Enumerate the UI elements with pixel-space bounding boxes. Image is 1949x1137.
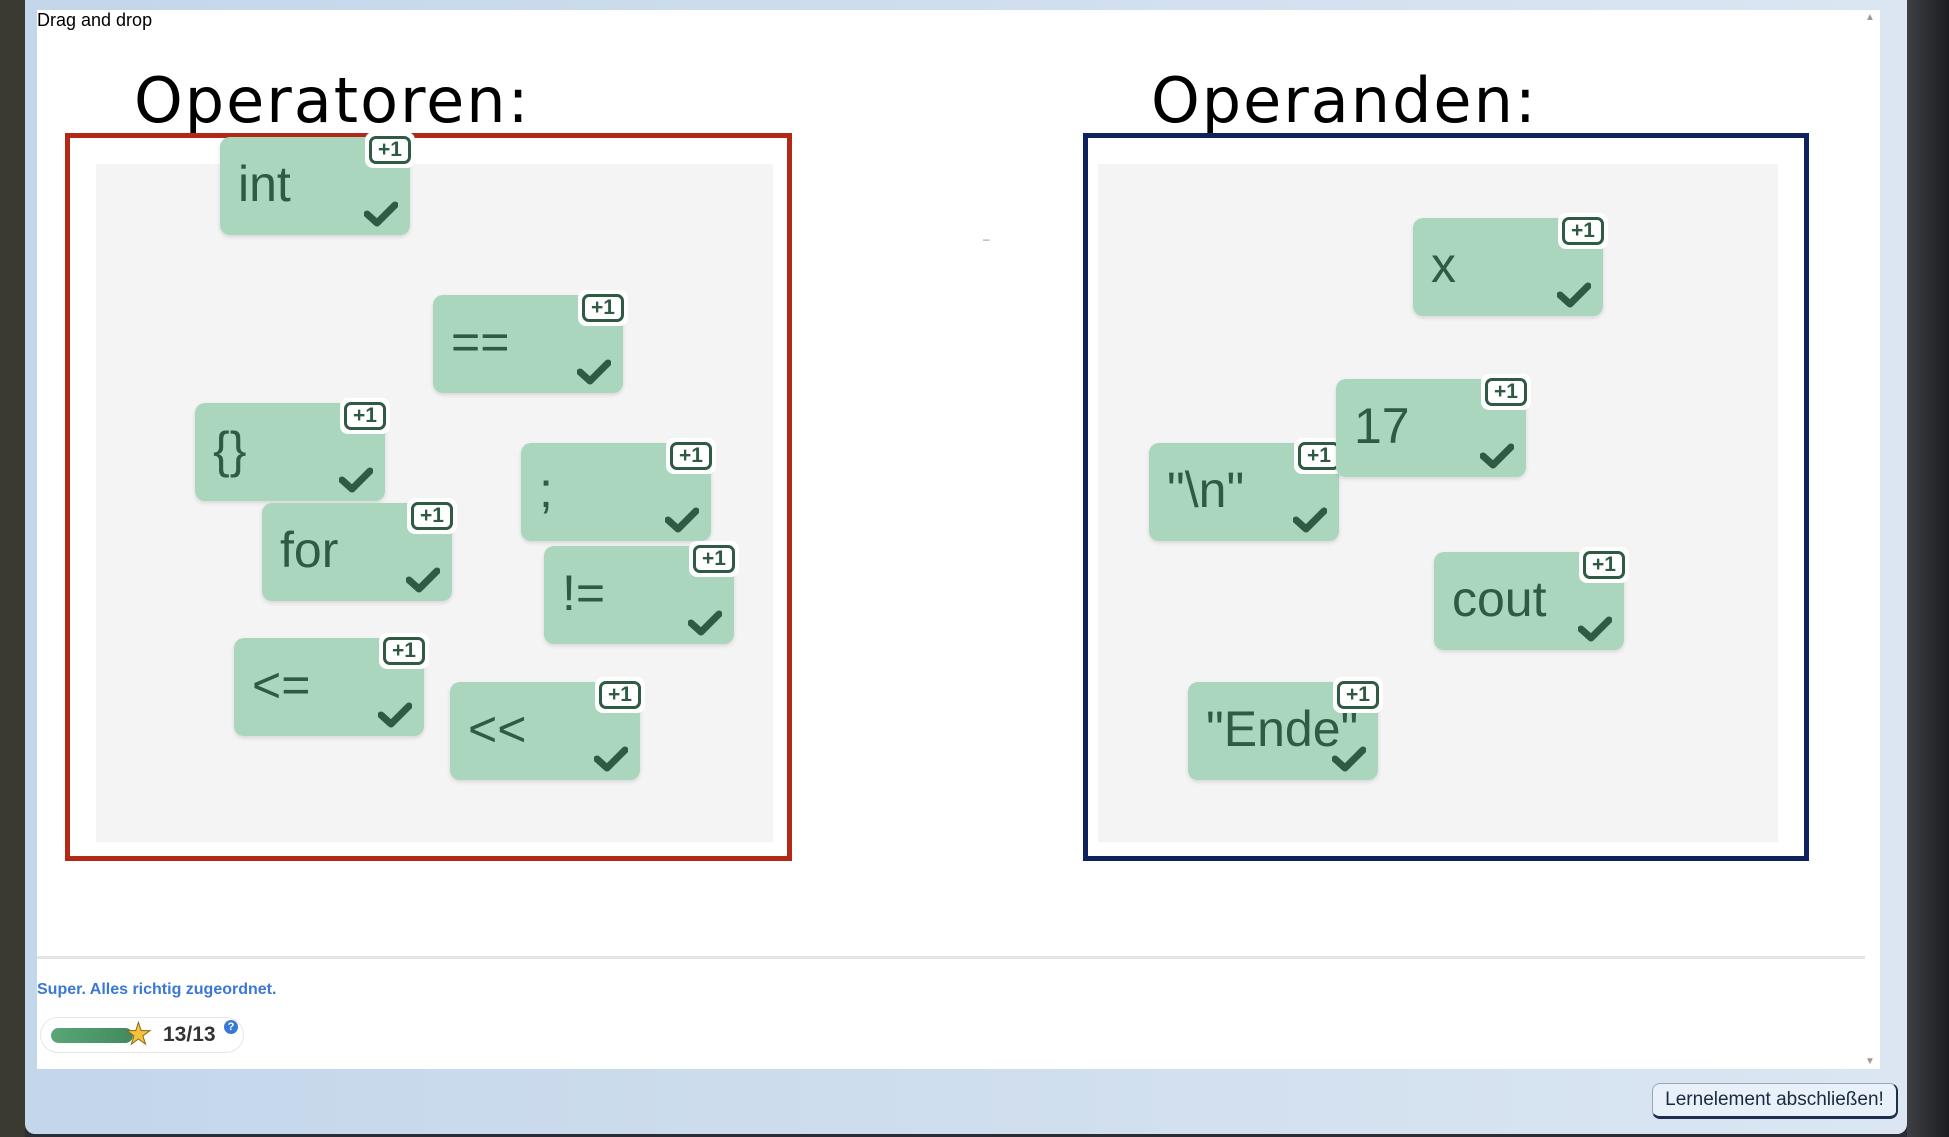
operators-card[interactable]: for +1 — [262, 498, 457, 601]
points-badge-text: +1 — [1337, 681, 1379, 709]
activity-window: Drag and drop Operatoren: Operanden: – i… — [25, 0, 1907, 1134]
points-badge: +1 — [365, 132, 415, 168]
score-progress-bar — [51, 1028, 133, 1043]
points-badge-text: +1 — [1562, 217, 1604, 245]
check-icon — [406, 567, 440, 593]
card-label: << — [468, 701, 527, 757]
card-label: {} — [213, 422, 247, 478]
card-label: "Ende" — [1206, 701, 1359, 757]
points-badge: +1 — [689, 541, 739, 577]
operands-card[interactable]: "\n" +1 — [1149, 438, 1344, 541]
points-badge: +1 — [1481, 374, 1531, 410]
help-icon[interactable]: ? — [224, 1020, 238, 1034]
points-badge: +1 — [1333, 677, 1383, 713]
card-label: ; — [539, 462, 553, 518]
operators-card[interactable]: != +1 — [544, 541, 739, 644]
points-badge-text: +1 — [1485, 378, 1527, 406]
points-badge-text: +1 — [383, 637, 425, 665]
heading-operators: Operatoren: — [134, 64, 531, 137]
points-badge: +1 — [407, 498, 457, 534]
points-badge: +1 — [1294, 438, 1344, 474]
points-badge: +1 — [1558, 213, 1608, 249]
points-badge: +1 — [379, 633, 429, 669]
check-icon — [1578, 616, 1612, 642]
star-icon: ★ — [125, 1018, 153, 1051]
card-label: == — [451, 314, 510, 370]
card-label: for — [280, 522, 339, 578]
card-label: 17 — [1354, 398, 1410, 454]
score-display: ★ 13/13 ? — [40, 1017, 244, 1053]
points-badge: +1 — [340, 398, 390, 434]
operators-card[interactable]: {} +1 — [195, 398, 390, 501]
points-badge-text: +1 — [344, 402, 386, 430]
check-icon — [339, 467, 373, 493]
check-icon — [1557, 282, 1591, 308]
points-badge-text: +1 — [369, 136, 411, 164]
points-badge-text: +1 — [1583, 551, 1625, 579]
points-badge: +1 — [1579, 547, 1629, 583]
operands-card[interactable]: x +1 — [1413, 213, 1608, 316]
scroll-up-arrow[interactable]: ▲ — [1865, 12, 1875, 23]
check-icon — [665, 507, 699, 533]
card-label: x — [1431, 237, 1456, 293]
points-badge-text: +1 — [582, 294, 624, 322]
points-badge: +1 — [595, 677, 645, 713]
check-icon — [688, 610, 722, 636]
card-label: cout — [1452, 571, 1547, 627]
operators-card[interactable]: int +1 — [220, 132, 415, 235]
card-label: "\n" — [1167, 462, 1245, 518]
operands-card[interactable]: "Ende" +1 — [1188, 677, 1383, 780]
points-badge-text: +1 — [693, 545, 735, 573]
check-icon — [1293, 507, 1327, 533]
activity-content: Drag and drop Operatoren: Operanden: – i… — [37, 10, 1880, 1069]
dropzone-operands — [1083, 133, 1809, 861]
check-icon — [364, 201, 398, 227]
check-icon — [577, 359, 611, 385]
card-label: != — [562, 565, 606, 621]
separator-dash: – — [983, 232, 990, 246]
operators-card[interactable]: <= +1 — [234, 633, 429, 736]
background — [0, 0, 25, 1137]
card-label: <= — [252, 657, 311, 713]
operators-card[interactable]: << +1 — [450, 677, 645, 780]
check-icon — [594, 746, 628, 772]
card-label: int — [238, 156, 291, 212]
divider — [37, 956, 1865, 959]
check-icon — [1480, 443, 1514, 469]
points-badge-text: +1 — [599, 681, 641, 709]
operands-card[interactable]: 17 +1 — [1336, 374, 1531, 477]
feedback-text: Super. Alles richtig zugeordnet. — [37, 981, 277, 998]
scroll-down-arrow[interactable]: ▼ — [1865, 1056, 1875, 1067]
points-badge-text: +1 — [411, 502, 453, 530]
points-badge-text: +1 — [1298, 442, 1340, 470]
check-icon — [378, 702, 412, 728]
points-badge: +1 — [578, 290, 628, 326]
operators-card[interactable]: ; +1 — [521, 438, 716, 541]
background — [1907, 0, 1949, 1137]
points-badge-text: +1 — [670, 442, 712, 470]
operators-card[interactable]: == +1 — [433, 290, 628, 393]
check-icon — [1332, 746, 1366, 772]
heading-operands: Operanden: — [1151, 64, 1538, 137]
points-badge: +1 — [666, 438, 716, 474]
complete-button[interactable]: Lernelement abschließen! — [1652, 1083, 1898, 1119]
activity-title: Drag and drop — [37, 10, 153, 30]
dropzone-operators — [65, 133, 792, 861]
operands-card[interactable]: cout +1 — [1434, 547, 1629, 650]
score-text: 13/13 — [163, 1023, 216, 1046]
